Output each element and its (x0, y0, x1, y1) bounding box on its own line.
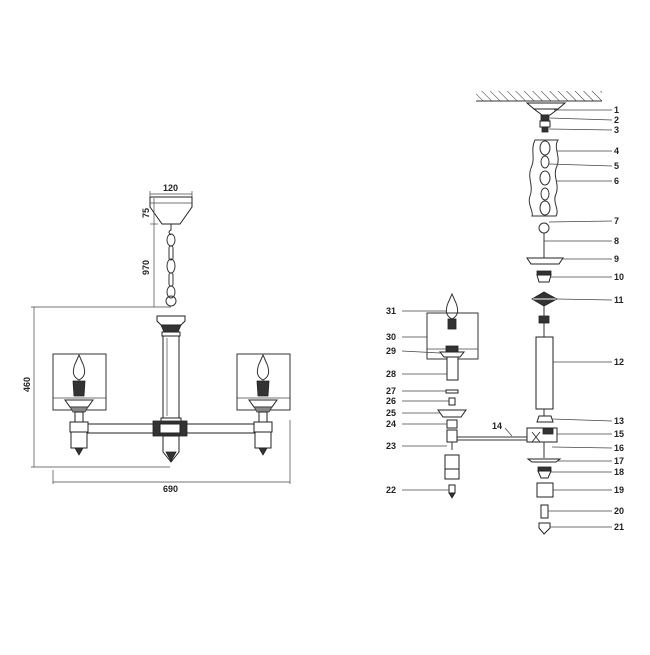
label-19: 19 (614, 485, 624, 495)
canopy (149, 196, 193, 225)
label-13: 13 (614, 416, 624, 426)
label-26: 26 (386, 396, 396, 406)
label-14: 14 (492, 421, 502, 431)
label-4: 4 (614, 146, 619, 156)
label-21: 21 (614, 522, 624, 532)
label-11: 11 (614, 295, 624, 305)
label-1: 1 (614, 105, 619, 115)
label-12: 12 (614, 357, 624, 367)
right-lamp (236, 353, 291, 456)
label-28: 28 (386, 369, 396, 379)
label-10: 10 (614, 272, 624, 282)
label-17: 17 (614, 456, 624, 466)
left-lamp (52, 353, 107, 456)
center-column (162, 335, 180, 419)
label-24: 24 (386, 419, 396, 429)
dim-canopy-width: 120 (163, 183, 178, 193)
label-27: 27 (386, 386, 396, 396)
assembled-view: 120 75 970 460 690 (22, 183, 291, 494)
label-3: 3 (614, 125, 619, 135)
label-8: 8 (614, 236, 619, 246)
label-16: 16 (614, 443, 624, 453)
label-20: 20 (614, 506, 624, 516)
label-30: 30 (386, 332, 396, 342)
label-15: 15 (614, 429, 624, 439)
part-labels: 1 2 3 4 5 6 7 8 9 10 11 12 13 1 (386, 105, 624, 532)
label-6: 6 (614, 176, 619, 186)
label-31: 31 (386, 306, 396, 316)
label-25: 25 (386, 408, 396, 418)
label-5: 5 (614, 161, 619, 171)
ceiling (476, 91, 602, 101)
label-29: 29 (386, 346, 396, 356)
label-22: 22 (386, 485, 396, 495)
dim-canopy-height: 75 (141, 208, 151, 218)
dim-chain-length: 970 (141, 260, 151, 275)
chain (165, 233, 177, 307)
label-23: 23 (386, 441, 396, 451)
label-9: 9 (614, 254, 619, 264)
dim-total-height: 460 (22, 377, 32, 392)
label-7: 7 (614, 216, 619, 226)
exploded-view: 1 2 3 4 5 6 7 8 9 10 11 12 13 1 (386, 91, 624, 535)
label-2: 2 (614, 115, 619, 125)
label-18: 18 (614, 467, 624, 477)
dim-total-width: 690 (163, 484, 178, 494)
